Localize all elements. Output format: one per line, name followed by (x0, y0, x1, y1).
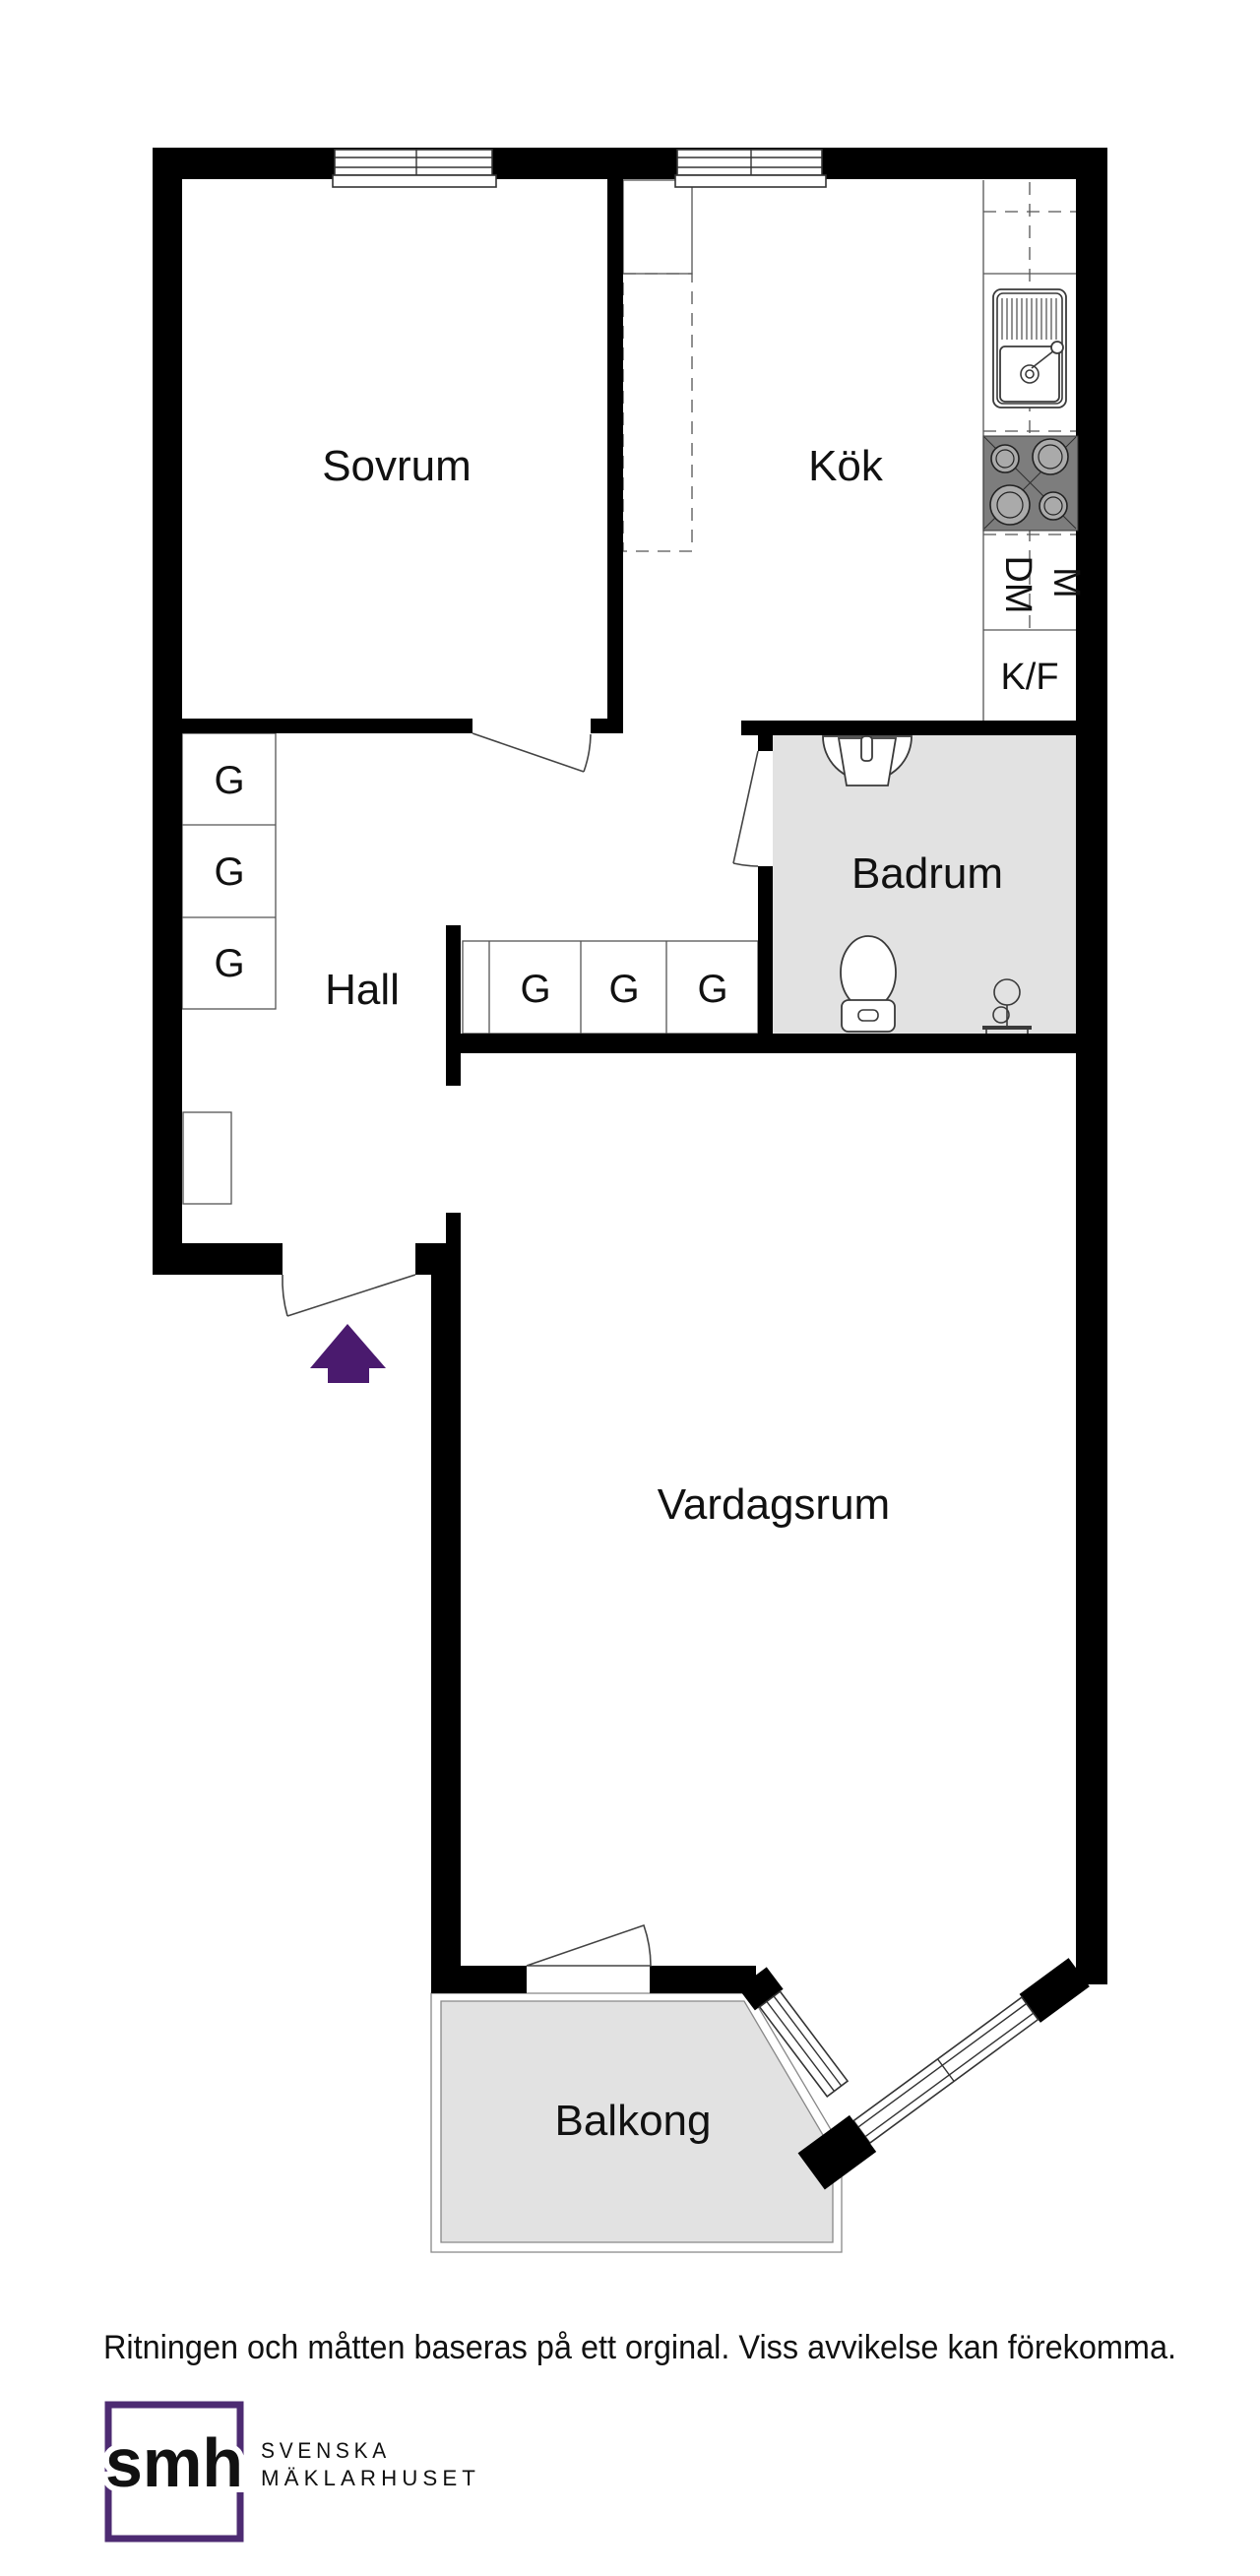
balcony-floor (440, 2000, 834, 2243)
closet-label: G (608, 968, 639, 1011)
kitchen-window (674, 149, 827, 188)
room-label-kok: Kök (808, 442, 884, 490)
wall-segment (607, 179, 623, 733)
microwave-label: M (1045, 567, 1087, 598)
electrical-cabinet (182, 1111, 232, 1205)
wall-segment (758, 733, 773, 751)
walls (153, 148, 1107, 1993)
closet-label: G (697, 968, 727, 1011)
stove-icon (982, 435, 1079, 532)
wall-segment (153, 148, 1107, 179)
room-label-sovrum: Sovrum (322, 442, 472, 490)
balcony-window (758, 1990, 850, 2098)
hall-closet-column (181, 732, 277, 1010)
smh-logo: smh SVENSKA MÄKLARHUSET (99, 2401, 480, 2543)
room-label-hall: Hall (325, 966, 400, 1014)
fridge-freezer-label: K/F (1000, 657, 1058, 698)
balcony-door (526, 1923, 652, 1967)
logo-brand-line1: SVENSKA (261, 2438, 391, 2463)
kitchen-tall-cabinet (622, 179, 693, 275)
wall-segment (431, 1966, 527, 1993)
entry-arrow-icon (310, 1324, 386, 1383)
room-label-vardagsrum: Vardagsrum (658, 1480, 890, 1529)
closet-label: G (214, 759, 244, 802)
wall-segment (1076, 148, 1107, 1984)
wall-segment (758, 866, 773, 1043)
bathroom-sink-icon (822, 735, 913, 786)
dishwasher-label: DM (997, 555, 1039, 613)
bathroom-door (732, 750, 759, 867)
logo-monogram: smh (105, 2424, 243, 2501)
wall-segment (1019, 1958, 1090, 2023)
wall-segment (446, 1213, 461, 1243)
room-label-badrum: Badrum (851, 849, 1003, 898)
wall-segment (431, 1275, 461, 1993)
kitchen-sink-icon (992, 288, 1067, 408)
wall-segment (446, 1034, 1107, 1053)
balcony-glazing-assembly (738, 1967, 850, 2098)
hall-closet-row (462, 940, 759, 1035)
bathroom-floor (773, 733, 1076, 1038)
wall-segment (738, 1967, 784, 2011)
angled-corner-assembly (797, 1958, 1090, 2190)
closet-label: G (214, 850, 244, 894)
wall-segment (153, 719, 472, 733)
closet-label: G (520, 968, 550, 1011)
floor-drain-icon (982, 978, 1032, 1034)
toilet-icon (840, 935, 897, 1033)
wall-segment (415, 1243, 461, 1275)
wall-segment (446, 925, 461, 1086)
balcony-corner-post (797, 2114, 877, 2190)
bedroom-door (472, 732, 592, 773)
disclaimer-text: Ritningen och måtten baseras på ett orgi… (103, 2329, 1176, 2366)
room-label-balkong: Balkong (554, 2097, 711, 2145)
closet-label: G (214, 942, 244, 985)
angled-window (851, 1995, 1040, 2145)
entry-door (282, 1274, 416, 1317)
wall-segment (153, 148, 182, 1275)
logo-square-icon (104, 2401, 244, 2543)
logo-brand-line2: MÄKLARHUSET (261, 2466, 480, 2490)
bedroom-window (332, 149, 497, 188)
wall-segment (650, 1966, 756, 1993)
wall-segment (153, 1243, 283, 1275)
kitchen-dashed-cabinet (622, 273, 693, 552)
wall-segment (741, 721, 1076, 735)
kitchen-counter (982, 180, 1078, 721)
